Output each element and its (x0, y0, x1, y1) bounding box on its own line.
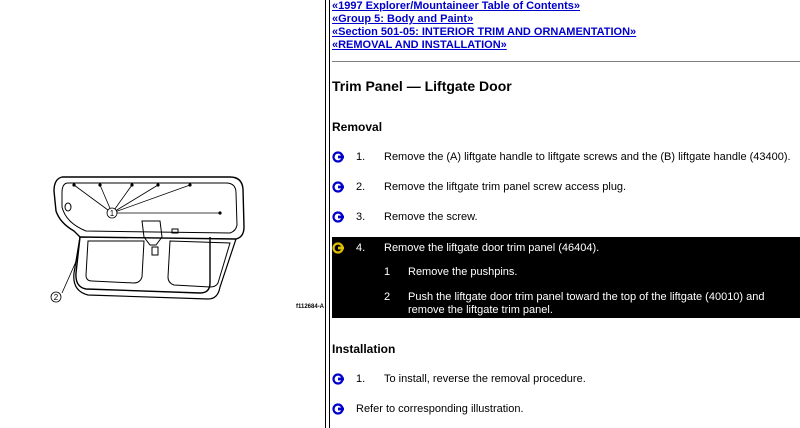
note-text: Refer to corresponding illustration. (356, 403, 524, 415)
callout-2: 2 (54, 293, 59, 302)
callout-1: 1 (110, 209, 115, 218)
step-arrow-icon[interactable] (332, 402, 344, 416)
breadcrumb-procedure-link[interactable]: «REMOVAL AND INSTALLATION» (332, 39, 507, 51)
liftgate-trim-panel-illustration: 1 2 (50, 176, 245, 303)
substep-number: 1 (384, 266, 391, 278)
installation-heading: Installation (332, 342, 396, 356)
step-number: 1. (356, 151, 366, 163)
header-rule (332, 61, 800, 62)
breadcrumb-group-link[interactable]: «Group 5: Body and Paint» (332, 13, 474, 25)
step-text: Remove the (A) liftgate handle to liftga… (384, 151, 791, 163)
page-title: Trim Panel — Liftgate Door (332, 78, 512, 94)
substep-text: Push the liftgate door trim panel toward… (408, 291, 765, 316)
step-number: 4. (356, 242, 366, 254)
selected-step-highlight (332, 237, 800, 318)
step-text: Remove the liftgate trim panel screw acc… (384, 181, 627, 193)
breadcrumb-toc-link[interactable]: «1997 Explorer/Mountaineer Table of Cont… (332, 0, 580, 12)
removal-heading: Removal (332, 120, 383, 134)
step-arrow-icon[interactable] (332, 372, 344, 386)
step-text: Remove the liftgate door trim panel (464… (384, 242, 600, 254)
step-arrow-icon[interactable] (332, 150, 344, 164)
substep-text: Remove the pushpins. (408, 266, 518, 278)
step-number: 3. (356, 211, 366, 223)
figure-reference-code: f112684-A (296, 304, 325, 310)
step-text: To install, reverse the removal procedur… (384, 373, 586, 385)
step-number: 2. (356, 181, 366, 193)
content-pane: «1997 Explorer/Mountaineer Table of Cont… (332, 0, 800, 428)
step-arrow-icon[interactable] (332, 241, 344, 255)
step-text: Remove the screw. (384, 211, 478, 223)
substep-number: 2 (384, 291, 391, 303)
pane-divider[interactable] (325, 0, 330, 428)
breadcrumb-section-link[interactable]: «Section 501-05: INTERIOR TRIM AND ORNAM… (332, 26, 637, 38)
step-arrow-icon[interactable] (332, 210, 344, 224)
step-arrow-icon[interactable] (332, 180, 344, 194)
step-number: 1. (356, 373, 366, 385)
illustration-pane: 1 2 f112684-A (0, 0, 325, 428)
